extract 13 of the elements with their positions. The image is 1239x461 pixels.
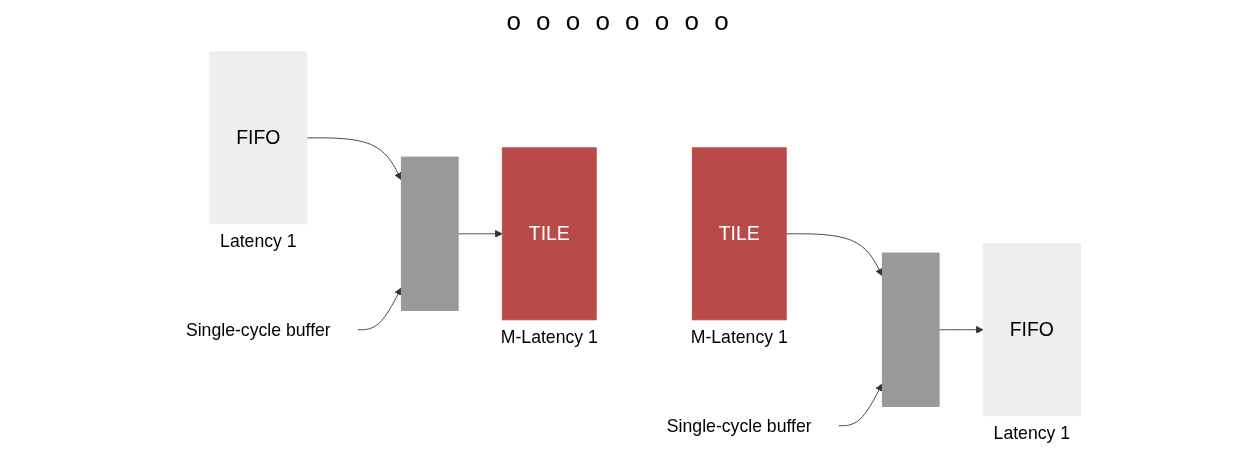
node-bar bbox=[400, 156, 459, 311]
node-bar bbox=[881, 252, 940, 407]
node-box: TILE bbox=[691, 147, 787, 321]
ellipsis-dots: o o o o o o o o bbox=[506, 6, 733, 37]
node-box: TILE bbox=[501, 147, 597, 321]
latency-caption: Latency 1 bbox=[219, 230, 297, 251]
latency-caption: M-Latency 1 bbox=[500, 326, 598, 347]
node-text: Single-cycle buffer bbox=[666, 416, 812, 436]
node-box: FIFO bbox=[982, 243, 1081, 417]
node-text: Single-cycle buffer bbox=[185, 320, 331, 340]
node-box: FIFO bbox=[208, 51, 307, 225]
latency-caption: M-Latency 1 bbox=[690, 326, 788, 347]
latency-caption: Latency 1 bbox=[993, 422, 1070, 443]
